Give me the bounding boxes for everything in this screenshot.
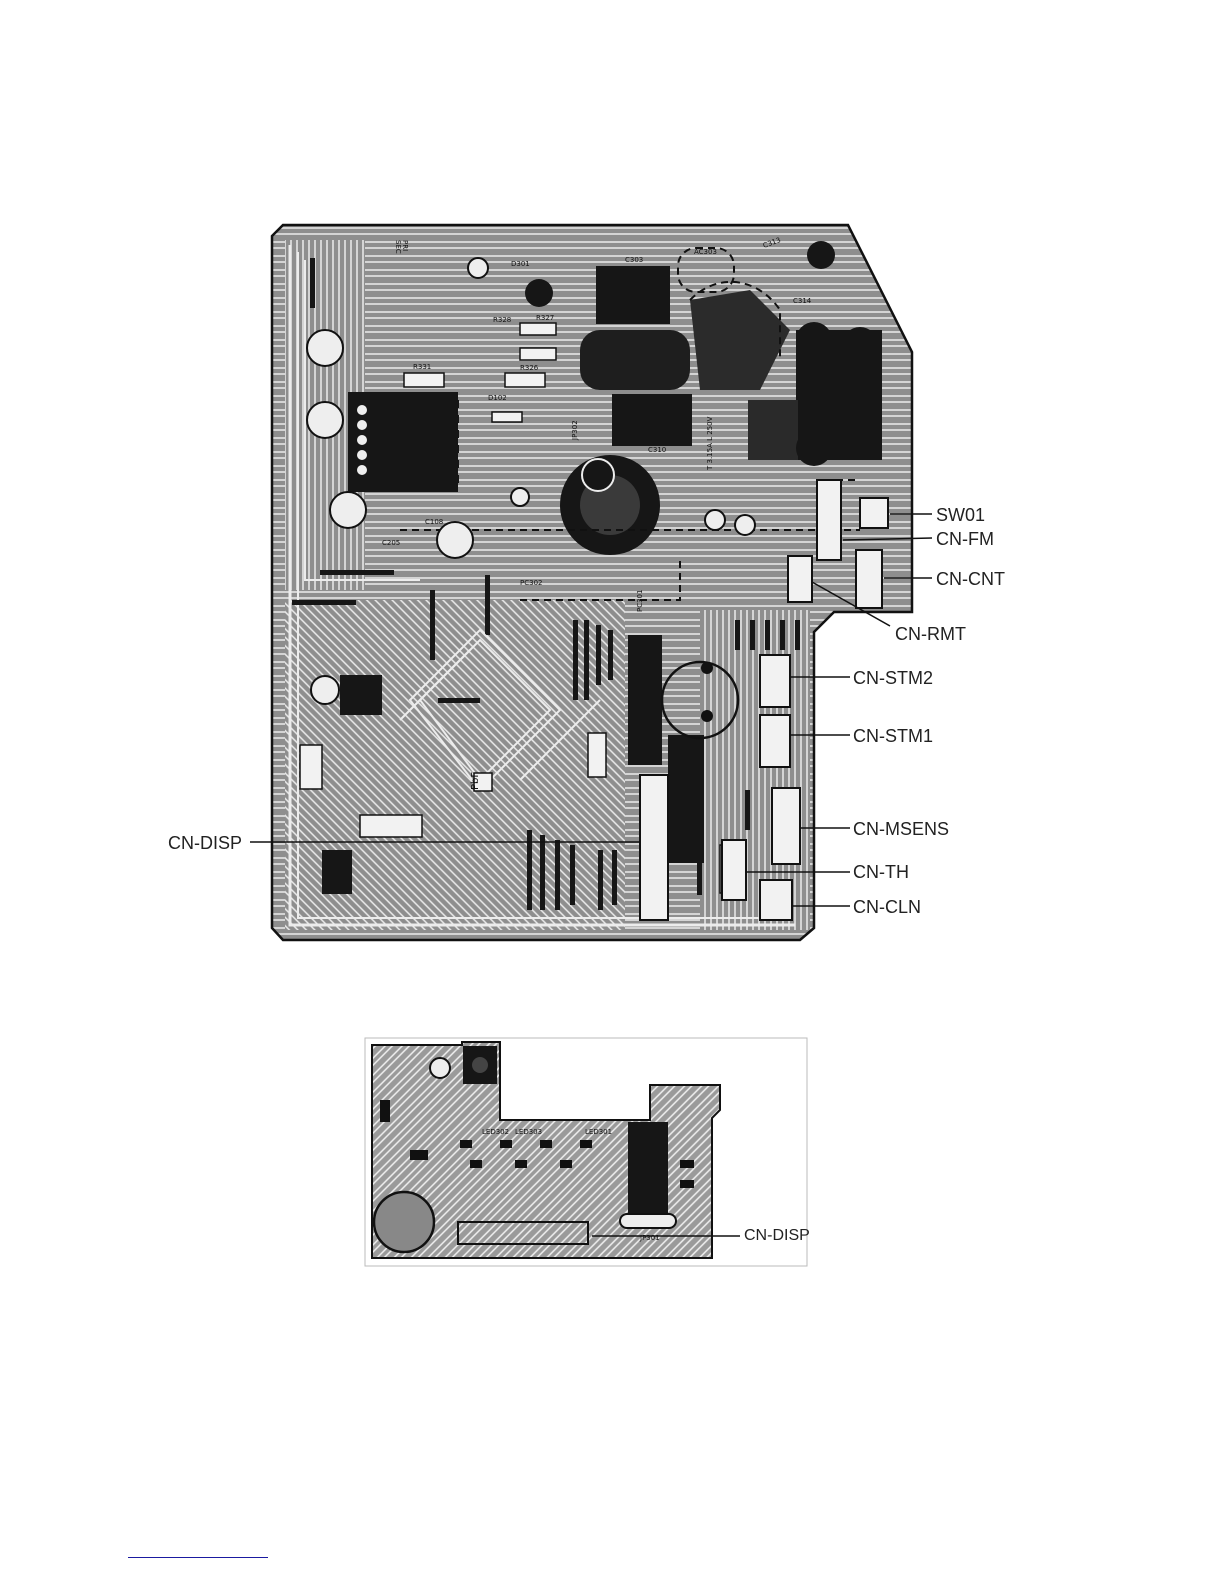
cn-stm1-connector [760, 715, 790, 767]
silk-pc302: PC302 [520, 579, 542, 587]
cn-fm-connector [817, 480, 841, 560]
silk-sec: SEC [394, 240, 402, 254]
silk-d301: D301 [511, 260, 530, 268]
silk-r327: R327 [536, 314, 554, 322]
callout-cn-stm2: CN-STM2 [853, 668, 933, 688]
callout-cn-cln: CN-CLN [853, 897, 921, 917]
callout-cn-cnt: CN-CNT [936, 569, 1005, 589]
callout-cn-disp-main: CN-DISP [168, 833, 242, 853]
cn-cln-connector [760, 880, 792, 920]
silk-c108: C108 [425, 518, 443, 526]
silk-led301: LED301 [585, 1128, 612, 1136]
display-led-module [628, 1122, 668, 1222]
callout-cn-disp-display: CN-DISP [744, 1226, 810, 1246]
silk-c303: C303 [625, 256, 643, 264]
callout-cn-msens: CN-MSENS [853, 819, 949, 839]
silk-led302: LED302 [482, 1128, 509, 1136]
capacitor-c310 [612, 394, 692, 446]
silk-ac303: AC303 [694, 248, 717, 256]
display-board: LED302 LED303 LED301 JP301 [365, 1038, 807, 1266]
cn-cnt-connector [856, 550, 882, 608]
callout-sw01: SW01 [936, 505, 985, 525]
trace-area-lower-right [700, 610, 810, 930]
callout-cn-rmt: CN-RMT [895, 624, 966, 644]
cn-msens-connector [772, 788, 800, 864]
callout-cn-stm1: CN-STM1 [853, 726, 933, 746]
silk-r326: R326 [520, 364, 539, 372]
silk-r331: R331 [413, 363, 431, 371]
silk-d102: D102 [488, 394, 507, 402]
cn-stm2-connector [760, 655, 790, 707]
cn-disp-connector [640, 775, 668, 920]
silk-pc301: PC301 [636, 590, 644, 612]
silk-c205: C205 [382, 539, 400, 547]
silk-r328: R328 [493, 316, 511, 324]
silk-pbf: PbF [470, 772, 481, 790]
cn-th-connector [722, 840, 746, 900]
silk-c314: C314 [793, 297, 812, 305]
callout-cn-th: CN-TH [853, 862, 909, 882]
main-board: C303 C313 C314 D301 D102 R326 R327 R328 … [272, 225, 912, 940]
ic-lower [668, 735, 704, 863]
ic-upper [628, 635, 662, 765]
silk-c310: C310 [648, 446, 666, 454]
footer-rule [128, 1557, 268, 1558]
display-buzzer [374, 1192, 434, 1252]
callout-cn-fm: CN-FM [936, 529, 994, 549]
silk-led303: LED303 [515, 1128, 542, 1136]
relay-c303 [596, 266, 670, 324]
silk-jp301: JP301 [639, 1234, 660, 1242]
silk-fuse: T 3.15A L 250V [706, 416, 714, 471]
cn-rmt-connector [788, 556, 812, 602]
silk-jp302: JP302 [571, 420, 579, 441]
